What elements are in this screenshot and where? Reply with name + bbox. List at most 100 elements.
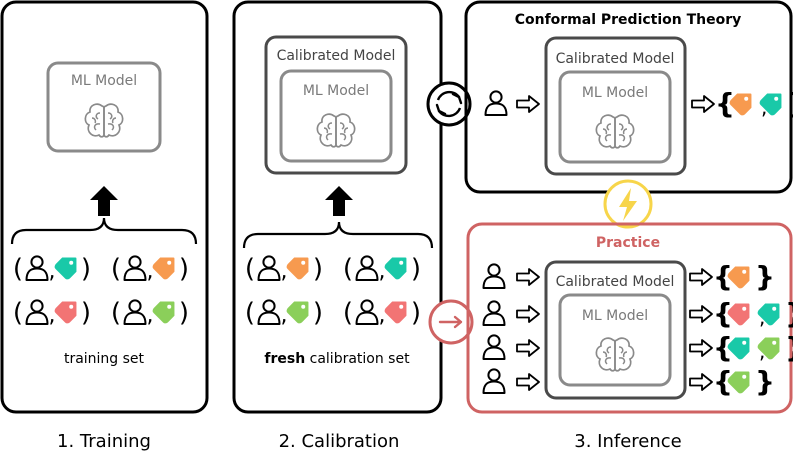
bracket-glyph: ) (179, 254, 189, 284)
practice-calibrated-model: Calibrated Model ML Model (544, 260, 687, 400)
training-pairs: (,)(,)(,)(,) (13, 254, 189, 328)
person-icon (123, 255, 147, 281)
input-arrow-icon (516, 373, 540, 391)
tag-icon (384, 257, 407, 280)
practice-panel (466, 222, 793, 414)
calibration-brace (242, 221, 434, 249)
practice-title: Practice (596, 235, 660, 251)
practice-row: {} (482, 365, 775, 398)
prediction-set: {} (713, 365, 775, 398)
person-label-pair: (,) (343, 298, 421, 328)
bracket-glyph: ( (111, 254, 121, 284)
person-label-pair: (,) (343, 254, 421, 284)
tag-orange-icon (152, 257, 175, 280)
practice-row: {} (482, 260, 775, 293)
practice-row: {,} (482, 297, 793, 330)
training-brace (10, 217, 198, 245)
training-caption: 1. Training (57, 431, 151, 451)
person-icon (482, 300, 506, 326)
brace-glyph: } (787, 87, 793, 120)
bracket-glyph: ( (13, 298, 23, 328)
bracket-glyph: ( (343, 254, 353, 284)
comma-glyph: , (379, 259, 386, 284)
practice-row: {,} (482, 331, 793, 364)
person-icon (257, 255, 281, 281)
calibration-set-label: fresh calibration set (264, 351, 410, 367)
bracket-glyph: ( (111, 298, 121, 328)
brace-glyph: { (715, 87, 735, 120)
tag-icon (286, 301, 309, 324)
practice-inner-label: ML Model (582, 308, 648, 324)
person-icon (484, 90, 508, 116)
person-icon (482, 263, 506, 289)
comma-glyph: , (281, 303, 288, 328)
output-arrow-icon (689, 339, 713, 357)
inference-caption: 3. Inference (574, 431, 681, 451)
output-arrow-icon (691, 95, 715, 113)
comma-glyph: , (49, 303, 56, 328)
prediction-set: {,} (713, 331, 793, 364)
theory-calibrated-model: Calibrated Model ML Model (544, 36, 687, 176)
red-arrow-icon (428, 299, 474, 345)
bracket-glyph: ) (411, 254, 421, 284)
comma-glyph: , (379, 303, 386, 328)
training-ml-model: ML Model (46, 61, 162, 153)
person-label-pair: (,) (13, 254, 91, 284)
theory-inner-label: ML Model (582, 85, 648, 101)
input-arrow-icon (516, 268, 540, 286)
tag-green-icon (286, 301, 309, 324)
training-model-label: ML Model (71, 73, 137, 89)
person-label-pair: (,) (111, 298, 189, 328)
calibration-outer-label: Calibrated Model (277, 48, 396, 64)
theory-title: Conformal Prediction Theory (515, 12, 742, 28)
brace-glyph: } (785, 331, 793, 364)
bracket-glyph: ) (313, 254, 323, 284)
person-icon (25, 255, 49, 281)
brace-glyph: } (785, 297, 793, 330)
bracket-glyph: ) (179, 298, 189, 328)
person-label-pair: (,) (245, 298, 323, 328)
training-set-label: training set (64, 351, 145, 367)
bracket-glyph: ) (81, 298, 91, 328)
person-icon (257, 299, 281, 325)
tag-icon (286, 257, 309, 280)
comma-glyph: , (49, 259, 56, 284)
person-icon (482, 368, 506, 394)
calibration-caption: 2. Calibration (279, 431, 400, 451)
bracket-glyph: ) (411, 298, 421, 328)
input-arrow-icon (516, 339, 540, 357)
up-arrow-icon (90, 186, 118, 216)
up-arrow-icon (325, 186, 353, 216)
bracket-glyph: ( (343, 298, 353, 328)
practice-outer-label: Calibrated Model (556, 274, 675, 290)
theory-outer-label: Calibrated Model (556, 51, 675, 67)
theory-output-set: {,} (715, 87, 793, 120)
training-panel (0, 0, 209, 414)
bracket-glyph: ( (245, 298, 255, 328)
tag-icon (152, 257, 175, 280)
bracket-glyph: ( (245, 254, 255, 284)
prediction-set: {,} (715, 87, 793, 120)
calibration-inner-label: ML Model (303, 83, 369, 99)
tag-icon (54, 257, 77, 280)
person-icon (355, 299, 379, 325)
brace-glyph: { (713, 365, 733, 398)
input-arrow-icon (516, 95, 540, 113)
tag-red-icon (54, 301, 77, 324)
output-arrow-icon (689, 268, 713, 286)
calibration-panel (232, 0, 443, 414)
output-arrow-icon (689, 305, 713, 323)
practice-rows: {}{,}{,}{} (482, 260, 793, 398)
brace-glyph: } (755, 365, 775, 398)
tag-green-icon (152, 301, 175, 324)
brace-glyph: { (713, 297, 733, 330)
brace-glyph: { (713, 331, 733, 364)
calibration-calibrated-model: Calibrated Model ML Model (264, 35, 408, 175)
output-arrow-icon (689, 373, 713, 391)
tag-orange-icon (286, 257, 309, 280)
lightning-bolt-icon (603, 179, 653, 229)
tag-icon (152, 301, 175, 324)
person-label-pair: (,) (13, 298, 91, 328)
tag-icon (384, 301, 407, 324)
